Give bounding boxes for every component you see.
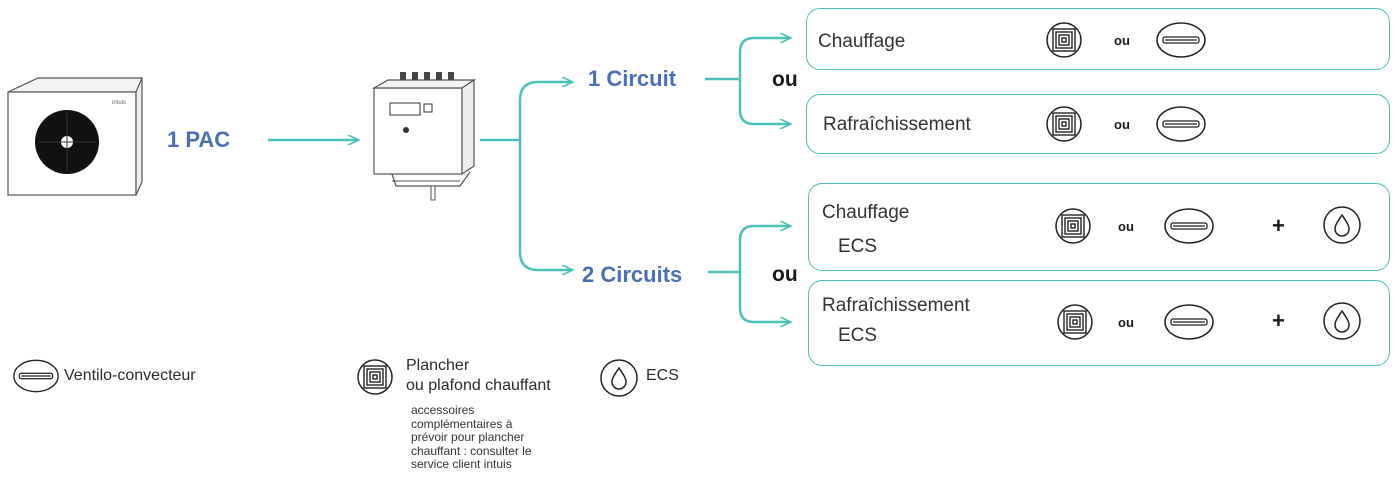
legend-fan-coil-icon <box>13 359 59 393</box>
option-subtitle: ECS <box>838 236 878 257</box>
option-or-label: ou <box>1118 219 1134 234</box>
circuit-2-label: 2 Circuits <box>582 262 683 287</box>
water-drop-icon <box>1323 206 1361 244</box>
floor-heating-icon <box>1055 208 1091 244</box>
legend-floor-label-2: ou plafond chauffant <box>406 377 551 394</box>
option-or-label: ou <box>1114 117 1130 132</box>
note-line: chauffant : consulter le <box>411 443 532 458</box>
plus-sign: + <box>1272 213 1285 238</box>
circuit-1-label: 1 Circuit <box>588 66 677 91</box>
floor-heating-icon <box>1046 22 1082 58</box>
note-line: service client intuis <box>411 457 512 471</box>
legend-ecs-label: ECS <box>646 367 679 384</box>
option-or-label: ou <box>1118 315 1134 330</box>
fan-coil-icon <box>1164 208 1214 244</box>
heat-pump-icon: intuis <box>7 77 143 196</box>
option-box-circuit2-rafraichissement: Rafraîchissement ECS ou + <box>808 280 1390 366</box>
option-title: Rafraîchissement <box>822 295 970 316</box>
option-title: Chauffage <box>822 202 910 223</box>
hydraulic-module-icon <box>371 72 476 201</box>
fan-coil-icon <box>1156 106 1206 142</box>
note-line: complémentaires à <box>411 416 513 431</box>
option-title: Chauffage <box>818 31 906 52</box>
option-box-circuit2-chauffage: Chauffage ECS ou + <box>808 183 1390 271</box>
accessories-note: accessoires complémentaires à prévoir po… <box>411 403 532 472</box>
fan-coil-icon <box>1164 304 1214 340</box>
floor-heating-icon <box>1046 106 1082 142</box>
option-or-label: ou <box>1114 33 1130 48</box>
option-subtitle: ECS <box>838 325 878 346</box>
legend-floor-label-1: Plancher <box>406 357 470 374</box>
option-box-circuit1-rafraichissement: Rafraîchissement ou <box>806 94 1390 154</box>
plus-sign: + <box>1272 308 1285 333</box>
note-line: accessoires <box>411 403 475 417</box>
pac-label: 1 PAC <box>167 127 231 152</box>
water-drop-icon <box>1323 302 1361 340</box>
legend-water-drop-icon <box>600 359 638 397</box>
legend-floor-heating-icon <box>357 359 393 395</box>
floor-heating-icon <box>1057 304 1093 340</box>
fan-coil-icon <box>1156 22 1206 58</box>
or-separator-1: ou <box>772 68 798 91</box>
option-box-circuit1-chauffage: Chauffage ou <box>806 8 1390 70</box>
note-line: prévoir pour plancher <box>411 430 525 444</box>
option-title: Rafraîchissement <box>823 114 971 135</box>
or-separator-2: ou <box>772 263 798 286</box>
legend-fan-coil-label: Ventilo-convecteur <box>64 367 196 384</box>
brand-mark: intuis <box>112 100 126 106</box>
